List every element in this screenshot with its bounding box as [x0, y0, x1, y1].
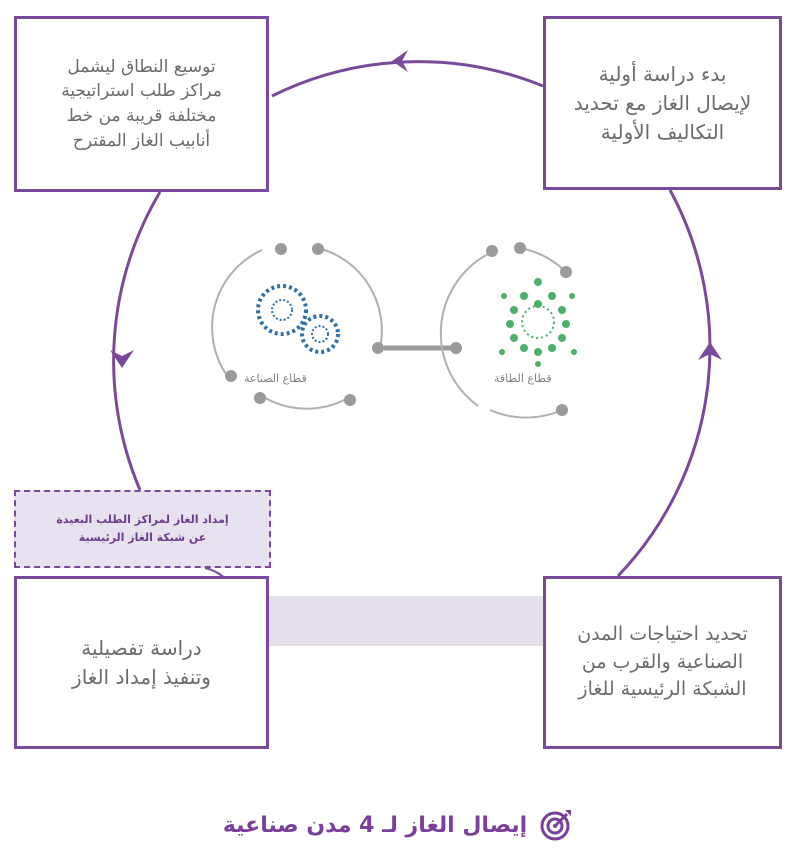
remote-supply-note-text: إمداد الغاز لمراكز الطلب البعيدة عن شبكة…: [56, 513, 229, 544]
step-box-detailed-study: دراسة تفصيلية وتنفيذ إمداد الغاز: [14, 576, 269, 749]
step-text-detailed-study: دراسة تفصيلية وتنفيذ إمداد الغاز: [72, 635, 211, 689]
orbit-dot: [450, 342, 462, 354]
target-icon: [540, 810, 572, 841]
orbit-dot: [312, 243, 324, 255]
cycle-arc-top: [271, 60, 544, 98]
green-gear-icon: [499, 278, 577, 367]
orbit-dot: [556, 404, 568, 416]
energy-orbit-arc: [439, 253, 489, 407]
orbit-dot: [486, 245, 498, 257]
arrow-left-down-icon: [110, 350, 134, 368]
energy-orbit-arc-2: [519, 247, 565, 271]
cycle-arc-right: [616, 189, 712, 578]
footer: إيصال الغاز لـ 4 مدن صناعية: [0, 800, 796, 850]
orbit-dot: [225, 370, 237, 382]
industry-orbit-arc-2: [317, 247, 383, 349]
step-text-expand-scope: توسيع النطاق ليشمل مراكز طلب استراتيجية …: [61, 56, 222, 151]
blue-gear-icon: [256, 284, 340, 354]
arrow-right-up-icon: [698, 342, 722, 360]
step-text-initial-study: بدء دراسة أولية لإيصال الغاز مع تحديد ال…: [573, 61, 752, 144]
industry-orbit-arc: [211, 249, 263, 375]
bottom-connector-band: [269, 596, 543, 646]
orbit-dot: [344, 394, 356, 406]
energy-sector-label: قطاع الطاقة: [494, 372, 552, 385]
orbit-dot: [560, 266, 572, 278]
footer-title: إيصال الغاز لـ 4 مدن صناعية: [222, 812, 528, 838]
industry-sector-label: قطاع الصناعة: [244, 372, 307, 385]
arrow-top-icon: [392, 50, 408, 72]
orbit-dot: [254, 392, 266, 404]
industry-orbit-arc-3: [261, 395, 349, 410]
step-box-identify-needs: تحديد احتياجات المدن الصناعية والقرب من …: [543, 576, 782, 749]
green-gear-center: [521, 305, 555, 339]
orbit-dot: [514, 242, 526, 254]
cycle-arc-left: [112, 191, 162, 491]
step-box-initial-study: بدء دراسة أولية لإيصال الغاز مع تحديد ال…: [543, 16, 782, 190]
step-text-identify-needs: تحديد احتياجات المدن الصناعية والقرب من …: [577, 623, 748, 701]
orbit-dot: [275, 243, 287, 255]
orbit-dot: [372, 342, 384, 354]
step-box-expand-scope: توسيع النطاق ليشمل مراكز طلب استراتيجية …: [14, 16, 269, 192]
energy-orbit-arc-3: [489, 409, 563, 419]
remote-supply-note: إمداد الغاز لمراكز الطلب البعيدة عن شبكة…: [14, 490, 271, 568]
